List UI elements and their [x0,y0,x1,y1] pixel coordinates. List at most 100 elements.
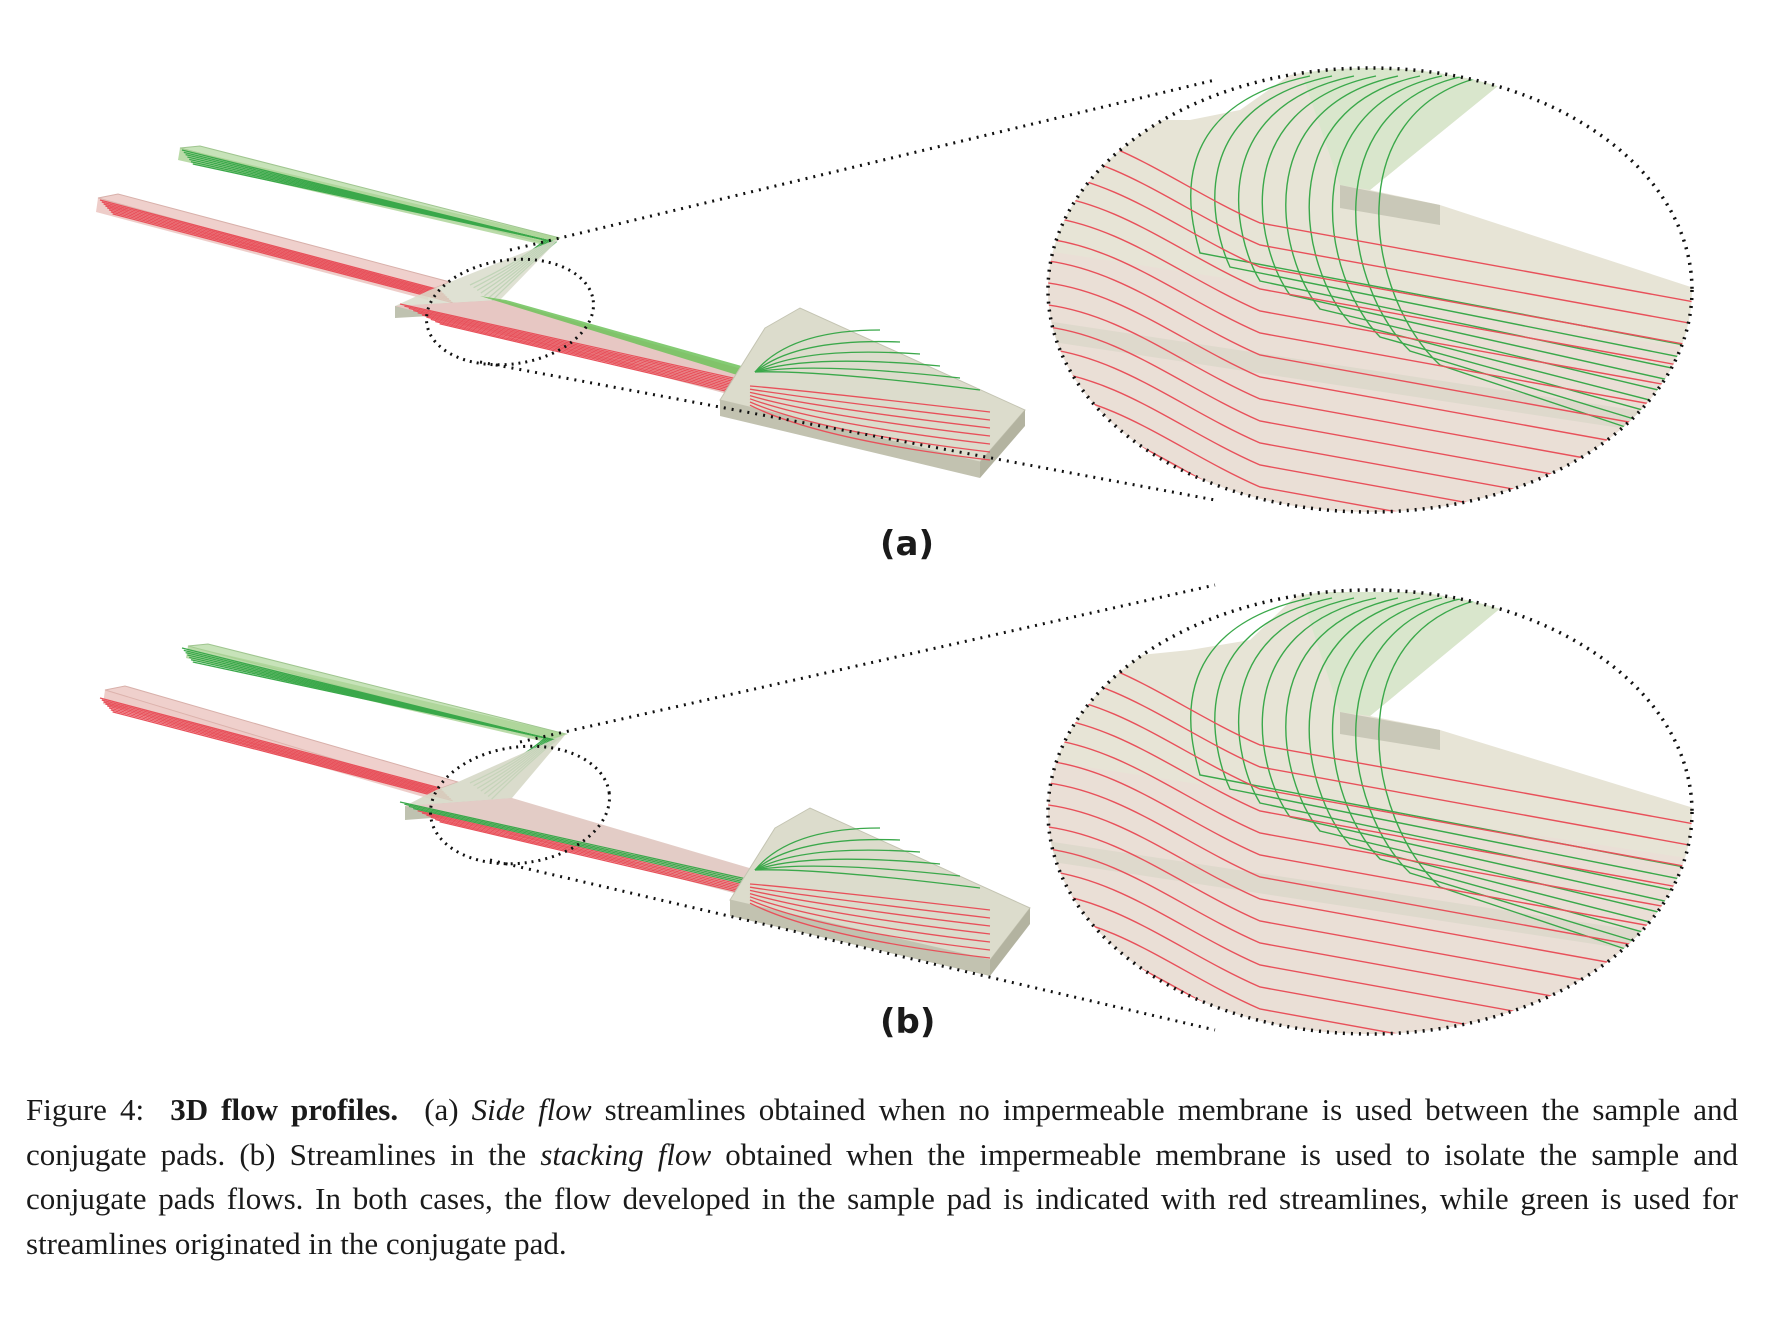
panel-a: (a) [96,66,1694,564]
streamline-channel [421,812,772,894]
caption-title: 3D flow profiles. [170,1092,399,1127]
streamline-pad-sample [749,391,991,429]
streamline-channel [435,819,778,901]
streamline-channel [430,816,776,898]
streamline-sample [101,201,442,293]
zoom-streamline-conjugate [1378,597,1692,975]
zoom-streamline-conjugate [1378,75,1692,453]
streamline-channel [413,808,767,890]
streamline-channel [404,803,763,885]
streamline-pad-conjugate [754,869,981,889]
streamline-pad-sample [749,899,991,951]
streamline-pad-conjugate [754,858,941,871]
zoom-source-circle-a [425,257,595,367]
zoom-streamline-sample [1048,869,1692,1034]
streamline-pad-sample [749,896,991,943]
streamline-pad-sample [749,385,991,413]
zoom-streamline-sample [1048,347,1692,512]
caption-italic-stacking-flow: stacking flow [540,1136,712,1172]
caption-seg3: obtained when the impermeable membrane i… [26,1136,1739,1261]
streamline-pad-conjugate [754,865,961,877]
streamline-sample [108,707,450,798]
streamline-pad-conjugate [754,838,901,871]
zoom-connector-top-b [519,583,1216,744]
zoom-streamline-sample [1048,781,1692,958]
zoom-streamline-conjugate [1238,597,1692,897]
streamline-channel [399,303,761,385]
zoom-source-circle-b [429,744,611,866]
streamline-sample [99,199,441,291]
streamline-pad-sample [749,388,991,421]
streamline-channel [439,821,780,903]
streamline-pad-sample [749,398,991,445]
streamline-sample [108,209,450,300]
zoom-streamline-conjugate [1308,597,1692,936]
streamline-sample [112,213,453,304]
streamline-sample [110,709,451,800]
streamline-pad-sample [749,404,991,461]
zoom-streamline-sample [1048,737,1692,914]
zoom-streamline-conjugate [1308,75,1692,414]
streamline-pad-conjugate [754,827,881,871]
streamline-pad-sample [749,394,991,437]
streamline-channel [417,312,769,394]
zoom-streamline-conjugate [1331,597,1692,949]
streamline-sample [107,705,448,796]
streamline-sample [103,701,444,793]
streamline-channel [408,805,765,887]
magnified-view-a [1046,66,1694,514]
streamline-sample [110,211,451,302]
channel-b [399,798,790,903]
absorbent-pad-b [729,807,1031,976]
zoom-streamline-conjugate [1190,597,1692,871]
zoom-streamline-sample [1048,259,1692,436]
zoom-streamline-conjugate [1285,75,1692,401]
zoom-streamline-conjugate [1214,597,1692,884]
streamline-sample [103,203,444,295]
streamline-sample [112,711,453,802]
sample-pad-strip-b [99,685,460,802]
zoom-streamline-sample [1048,303,1692,480]
panel-label-b: (b) [880,1002,935,1042]
streamline-channel [417,810,769,892]
zoom-connector-top-a [509,78,1216,252]
streamline-pad-sample [749,886,991,919]
streamline-sample [101,699,442,791]
streamline-channel [426,316,774,398]
channel-a [395,296,780,405]
streamline-sample [99,697,441,789]
streamline-pad-sample [749,892,991,935]
absorbent-pad-a [719,307,1026,478]
streamline-pad-conjugate [754,360,941,373]
streamline-channel [426,814,774,896]
zoom-streamline-sample [1048,803,1692,980]
caption-prefix: Figure 4: [26,1092,145,1127]
figure-caption: Figure 4: 3D flow profiles. (a) Side flo… [26,1088,1738,1266]
streamline-pad-conjugate [754,371,981,391]
streamline-pad-conjugate [754,367,961,379]
zoom-streamline-conjugate [1355,75,1692,440]
zoom-streamline-sample [1048,759,1692,936]
streamline-pad-conjugate [754,849,921,871]
zoom-streamline-conjugate [1261,597,1692,910]
streamline-pad-conjugate [754,351,921,373]
zoom-streamline-conjugate [1355,597,1692,962]
zoom-streamline-sample [1048,325,1692,502]
panel-b: (b) [99,583,1694,1042]
panel-label-a: (a) [880,524,934,564]
streamline-channel [408,307,765,389]
streamline-pad-sample [749,889,991,927]
streamline-sample [105,205,446,297]
streamline-channel [435,321,778,403]
caption-italic-side-flow: Side flow [471,1092,592,1127]
zoom-streamline-sample [1048,847,1692,1024]
zoom-streamline-conjugate [1238,75,1692,375]
zoom-streamline-conjugate [1190,75,1692,349]
streamline-channel [439,323,780,405]
streamline-sample [105,703,446,795]
streamline-pad-conjugate [754,340,901,373]
figure-3d-flow-profiles: (a) [96,66,1694,1042]
streamline-pad-sample [749,401,991,453]
zoom-streamline-conjugate [1331,75,1692,427]
streamline-channel [399,801,761,883]
